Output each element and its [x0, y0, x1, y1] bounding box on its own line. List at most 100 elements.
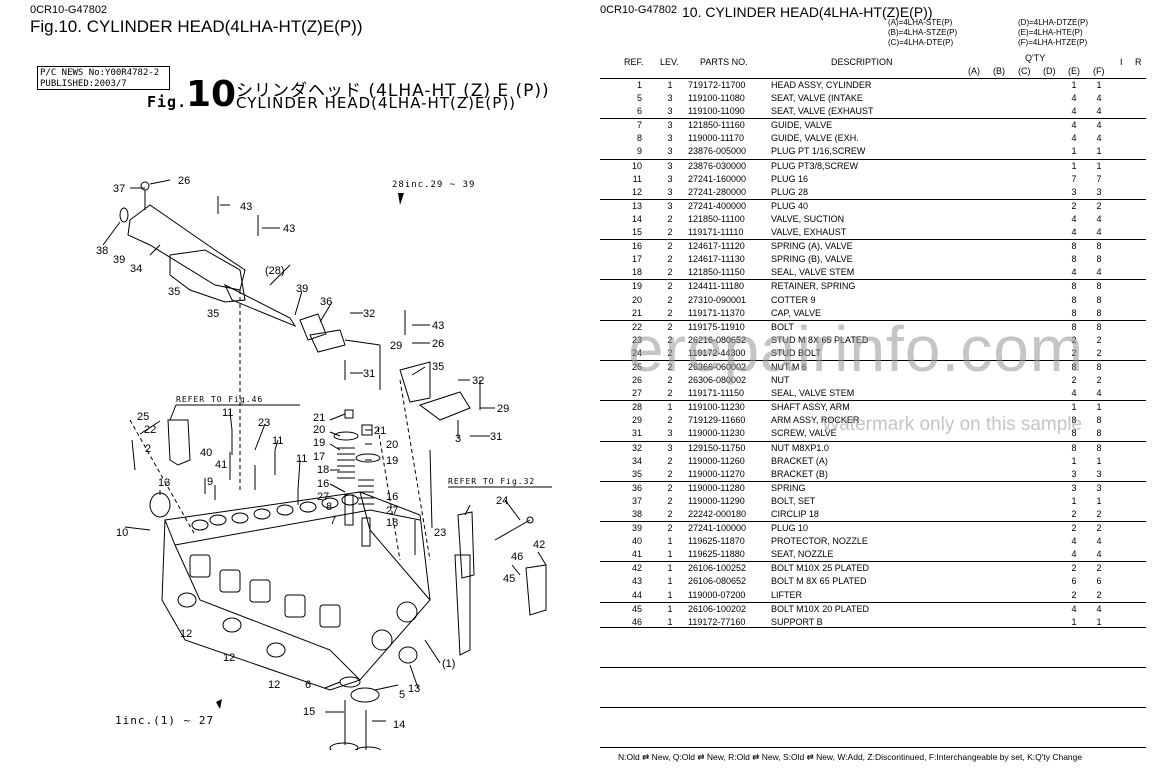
cell-desc: SEAL, VALVE STEM [771, 388, 855, 399]
cell-part: 26216-080652 [688, 334, 747, 345]
cell-e: 2 [1071, 563, 1077, 574]
variant-a: (A)=4LHA-STE(P) [888, 18, 953, 27]
callout: 39 [113, 254, 125, 266]
cell-lev: 2 [667, 281, 673, 292]
callout: 35 [168, 286, 180, 298]
cell-f: 4 [1096, 388, 1102, 399]
cell-lev: 1 [667, 563, 673, 574]
cell-lev: 2 [667, 415, 673, 426]
header-f: (F) [1093, 66, 1105, 76]
cell-e: 8 [1071, 415, 1077, 426]
cell-part: 119000-11290 [688, 495, 745, 506]
cell-lev: 3 [667, 173, 673, 184]
cell-ref: 43 [631, 576, 642, 587]
callout: 24 [496, 495, 508, 507]
cell-f: 4 [1096, 549, 1102, 560]
cell-e: 1 [1071, 616, 1077, 627]
cell-lev: 1 [667, 616, 673, 627]
cell-f: 2 [1096, 347, 1102, 358]
cell-f: 8 [1096, 428, 1102, 439]
callout: 20 [313, 424, 325, 436]
cell-part: 23876-030000 [688, 160, 747, 171]
callout: 37 [113, 183, 125, 195]
callout: 10 [116, 527, 128, 539]
cell-ref: 8 [636, 133, 642, 144]
cell-ref: 12 [631, 186, 642, 197]
callout: 12 [180, 628, 192, 640]
cell-ref: 9 [636, 146, 642, 157]
cell-part: 119175-11910 [688, 321, 745, 332]
callout: 41 [215, 459, 227, 471]
callout: 26 [432, 338, 444, 350]
cell-ref: 29 [631, 415, 642, 426]
callout: 32 [363, 308, 375, 320]
cell-f: 8 [1096, 321, 1102, 332]
header-divider [600, 78, 1146, 79]
cell-f: 2 [1096, 523, 1102, 534]
cell-e: 4 [1071, 536, 1077, 547]
cell-e: 2 [1071, 200, 1077, 211]
cell-desc: STUD BOLT [771, 347, 821, 358]
cell-e: 4 [1071, 549, 1077, 560]
cell-lev: 2 [667, 523, 673, 534]
cell-f: 2 [1096, 200, 1102, 211]
cell-e: 8 [1071, 442, 1077, 453]
cell-part: 121850-11160 [688, 120, 745, 131]
variant-f: (F)=4LHA-HTZE(P) [1018, 38, 1088, 47]
cell-lev: 2 [667, 321, 673, 332]
callout: 16 [317, 478, 329, 490]
cell-e: 2 [1071, 509, 1077, 519]
cell-desc: GUIDE, VALVE (EXH. [771, 133, 859, 144]
callout: 21 [374, 425, 386, 437]
legend-footer: N:Old ⇄ New, Q:Old ⇄ New, R:Old ⇄ New, S… [618, 752, 1083, 762]
cell-part: 119171-11110 [688, 227, 744, 238]
fig-title-jp: シリンダヘッド (4LHA-HT (Z) E (P)) [236, 81, 550, 101]
cell-e: 3 [1071, 482, 1077, 493]
cell-part: 119100-11080 [688, 93, 745, 104]
cell-ref: 15 [631, 227, 642, 238]
cell-e: 1 [1071, 495, 1077, 506]
callout: 29 [497, 403, 509, 415]
header-lev: LEV. [660, 57, 679, 67]
callout: 35 [207, 308, 219, 320]
callout: 27 [317, 491, 329, 503]
cell-ref: 19 [631, 281, 642, 292]
cell-e: 1 [1071, 455, 1077, 466]
cell-ref: 7 [636, 120, 642, 131]
cell-f: 1 [1096, 495, 1102, 506]
cell-part: 119000-07200 [688, 589, 746, 600]
callout: 23 [258, 417, 270, 429]
cell-desc: NUT [771, 375, 790, 386]
cell-e: 4 [1071, 120, 1077, 131]
callout: 20 [386, 439, 398, 451]
cell-e: 3 [1071, 468, 1077, 479]
callout: 14 [393, 719, 405, 731]
cell-e: 2 [1071, 589, 1077, 600]
news-line-2: PUBLISHED:2003/7 [40, 79, 127, 89]
cell-e: 8 [1071, 254, 1077, 265]
callout: 29 [390, 340, 402, 352]
cell-ref: 40 [631, 536, 642, 547]
callout: 27 [386, 505, 398, 517]
cell-desc: VALVE, SUCTION [771, 213, 845, 224]
callout: 21 [313, 412, 325, 424]
callout: (1) [442, 658, 455, 670]
callout: 6 [305, 679, 311, 691]
cell-part: 121850-11150 [688, 267, 745, 278]
cell-f: 4 [1096, 536, 1102, 547]
cell-desc: SEAT, VALVE (EXHAUST [771, 106, 874, 117]
cell-ref: 23 [631, 334, 642, 345]
variant-legend-left: (A)=4LHA-STE(P) (B)=4LHA-STZE(P) (C)=4LH… [888, 18, 957, 48]
cell-part: 119171-11150 [688, 388, 745, 399]
cell-lev: 3 [667, 186, 673, 197]
callout: 38 [96, 245, 108, 257]
cell-part: 119000-11230 [688, 428, 745, 439]
cell-f: 8 [1096, 294, 1102, 305]
callout: 8 [326, 501, 332, 513]
cell-ref: 1 [636, 80, 642, 90]
